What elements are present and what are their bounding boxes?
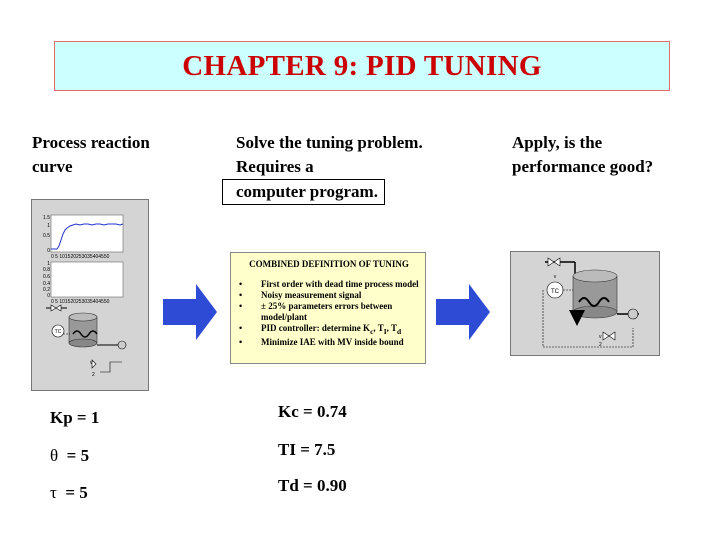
bottom-tick-y-4: 0.2 [43, 287, 50, 293]
top-plot-response-line [51, 223, 124, 250]
controller-icon: TC [546, 281, 564, 299]
outlet-valve-icon [91, 359, 97, 369]
combined-definition-list: First order with dead time process model… [239, 279, 419, 348]
param-kp: Kp = 1 [50, 408, 100, 427]
pid-sub-d: d [397, 326, 402, 336]
tau-value: = 5 [65, 483, 88, 502]
right-arrow-icon [163, 284, 217, 340]
valve-label-v: v [599, 334, 602, 340]
theta-value: = 5 [66, 446, 90, 465]
result-ti: TI = 7.5 [278, 440, 336, 459]
process-schematic-panel: v TC v 2 [510, 251, 660, 356]
list-item-pid: PID controller: determine Kc, TI, Td [239, 323, 419, 337]
valve-icon [50, 304, 57, 312]
bottom-tick-y-1: 0.8 [43, 267, 50, 273]
top-tick-y-0: 1.5 [43, 215, 50, 221]
heading-apply-performance: Apply, is the performance good? [512, 133, 654, 176]
pid-sep-1: , T [373, 323, 384, 333]
valve-label-2: 2 [92, 372, 95, 378]
pump-icon [627, 308, 639, 320]
right-arrow-icon [436, 284, 490, 340]
top-valve-label-v: v [554, 274, 557, 280]
list-item: Minimize IAE with MV inside bound [239, 337, 419, 348]
pid-sub-i: I [383, 326, 387, 336]
result-td: Td = 0.90 [278, 476, 347, 495]
outlet-valve-icon [602, 331, 610, 341]
top-tick-x: 0 5 101520253035404550 [51, 254, 110, 260]
process-schematic-figure: v TC v 2 [542, 257, 639, 348]
bottom-plot-area [50, 261, 124, 298]
down-arrow-marker [569, 310, 585, 326]
title-banner: CHAPTER 9: PID TUNING [54, 41, 670, 91]
top-tick-y-3: 0 [47, 248, 50, 254]
param-theta: θ = 5 [50, 446, 89, 466]
bottom-tick-y-3: 0.4 [43, 281, 50, 287]
bottom-tick-y-0: 1 [47, 261, 50, 267]
controller-label: TC [551, 289, 560, 295]
pid-text: PID controller: determine K [261, 323, 371, 333]
combined-definition-box: COMBINED DEFINITION OF TUNING First orde… [230, 252, 426, 364]
reaction-curve-figure: 1.5 1 0.5 0 0 5 101520253035404550 1 0.8… [43, 214, 127, 378]
bottom-tick-y-5: 0 [47, 293, 50, 299]
pid-sub-c: c [370, 326, 374, 336]
heading-solve-tuning: Solve the tuning problem. Requires a com… [222, 131, 436, 205]
top-tick-y-1: 1 [47, 223, 50, 229]
step-input-line [100, 361, 122, 373]
list-item: ± 25% parameters errors between model/pl… [239, 301, 419, 323]
param-tau: τ = 5 [50, 483, 88, 503]
list-item: First order with dead time process model [239, 279, 419, 290]
valve-icon [547, 257, 555, 267]
controller-icon: TC [51, 324, 65, 338]
top-plot-area [50, 214, 124, 253]
reaction-curve-panel: 1.5 1 0.5 0 0 5 101520253035404550 1 0.8… [31, 199, 149, 391]
controller-label: TC [55, 329, 62, 335]
valve-label-v: v [90, 360, 93, 366]
theta-symbol: θ [50, 446, 59, 465]
bottom-tick-y-2: 0.6 [43, 274, 50, 280]
tank-icon [68, 312, 98, 348]
tau-symbol: τ [50, 483, 57, 502]
combined-definition-title: COMBINED DEFINITION OF TUNING [249, 259, 409, 269]
tank-icon [572, 269, 618, 319]
heading-computer-program: computer program. [222, 179, 385, 205]
valve-label-2: 2 [599, 342, 602, 348]
bottom-tick-x: 0 5 101520253035404550 [51, 299, 110, 305]
heading-solve-tuning-text: Solve the tuning problem. Requires a [236, 133, 423, 176]
slide-title: CHAPTER 9: PID TUNING [182, 49, 542, 82]
heading-process-reaction-curve: Process reaction curve [32, 133, 150, 176]
pump-icon [117, 340, 127, 350]
pid-sep-2: , T [386, 323, 398, 333]
top-tick-y-2: 0.5 [43, 233, 50, 239]
result-kc: Kc = 0.74 [278, 402, 347, 421]
list-item: Noisy measurement signal [239, 290, 419, 301]
